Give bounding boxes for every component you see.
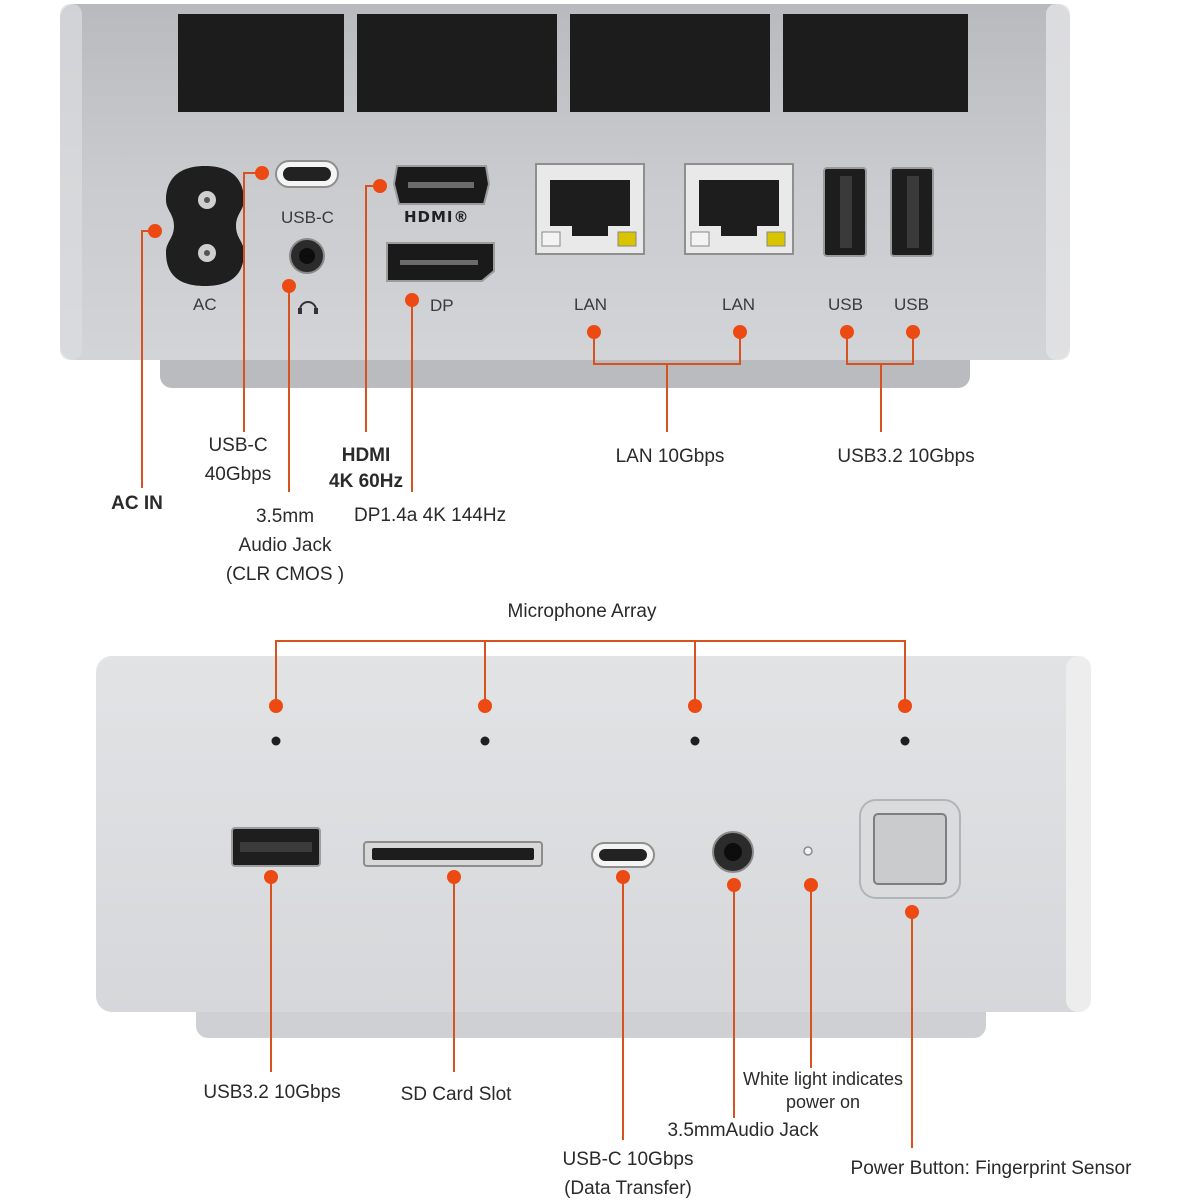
front-usb-port-icon [232, 828, 320, 866]
callout-usb-rear: USB3.2 10Gbps [826, 443, 986, 472]
ac-inlet-icon [166, 166, 244, 286]
port-label-usb-2: USB [894, 295, 929, 315]
callout-dp: DP1.4a 4K 144Hz [354, 502, 506, 531]
front-usbc-port-icon [592, 843, 654, 867]
callout-usbc-rear-line2: 40Gbps [188, 461, 288, 490]
callout-ac-in: AC IN [96, 490, 178, 519]
callout-audio-rear-line1: 3.5mm [210, 502, 360, 531]
callout-power-led-line2: power on [726, 1091, 920, 1114]
callout-hdmi: HDMI 4K 60Hz [316, 443, 416, 494]
callout-audio-rear-line2: Audio Jack [210, 531, 360, 560]
callout-lan: LAN 10Gbps [590, 443, 750, 472]
fingerprint-power-button-icon [860, 800, 960, 898]
callout-hdmi-line1: HDMI [316, 443, 416, 469]
callout-audio-rear: 3.5mm Audio Jack (CLR CMOS ) [210, 502, 360, 589]
callout-audio-rear-line3: (CLR CMOS ) [210, 560, 360, 589]
port-label-lan-1: LAN [574, 295, 607, 315]
port-label-dp: DP [430, 296, 454, 316]
callout-usbc-front: USB-C 10Gbps (Data Transfer) [548, 1146, 708, 1203]
callout-usbc-rear-line1: USB-C [188, 432, 288, 461]
callout-audio-front: 3.5mmAudio Jack [648, 1117, 838, 1146]
callout-usbc-rear: USB-C 40Gbps [188, 432, 288, 489]
rear-usb-port-2-icon [891, 168, 933, 256]
callout-power-led: White light indicates power on [726, 1068, 920, 1115]
rear-usb-port-1-icon [824, 168, 866, 256]
port-label-usb-1: USB [828, 295, 863, 315]
lan-port-2-icon [685, 164, 793, 254]
callout-sd-card: SD Card Slot [384, 1081, 528, 1110]
power-led-icon [804, 847, 812, 855]
hdmi-port-icon [394, 166, 489, 204]
rear-audio-jack-icon [290, 239, 324, 273]
lan-port-1-icon [536, 164, 644, 254]
rear-usbc-port-icon [276, 161, 338, 187]
front-audio-jack-icon [713, 832, 753, 872]
sd-card-slot-icon [364, 842, 542, 866]
callout-power-button: Power Button: Fingerprint Sensor [828, 1155, 1154, 1184]
displayport-icon [387, 243, 494, 281]
port-label-lan-2: LAN [722, 295, 755, 315]
callout-usb-front: USB3.2 10Gbps [192, 1079, 352, 1108]
callout-power-led-line1: White light indicates [726, 1068, 920, 1091]
callout-microphone-array: Microphone Array [482, 598, 682, 627]
hdmi-logo: HDMI® [404, 208, 470, 226]
vent-grilles [178, 14, 968, 112]
callout-usbc-front-line1: USB-C 10Gbps [548, 1146, 708, 1175]
port-label-ac: AC [193, 295, 217, 315]
callout-usbc-front-line2: (Data Transfer) [548, 1175, 708, 1203]
port-label-usbc: USB-C [281, 208, 334, 228]
callout-hdmi-line2: 4K 60Hz [316, 469, 416, 495]
